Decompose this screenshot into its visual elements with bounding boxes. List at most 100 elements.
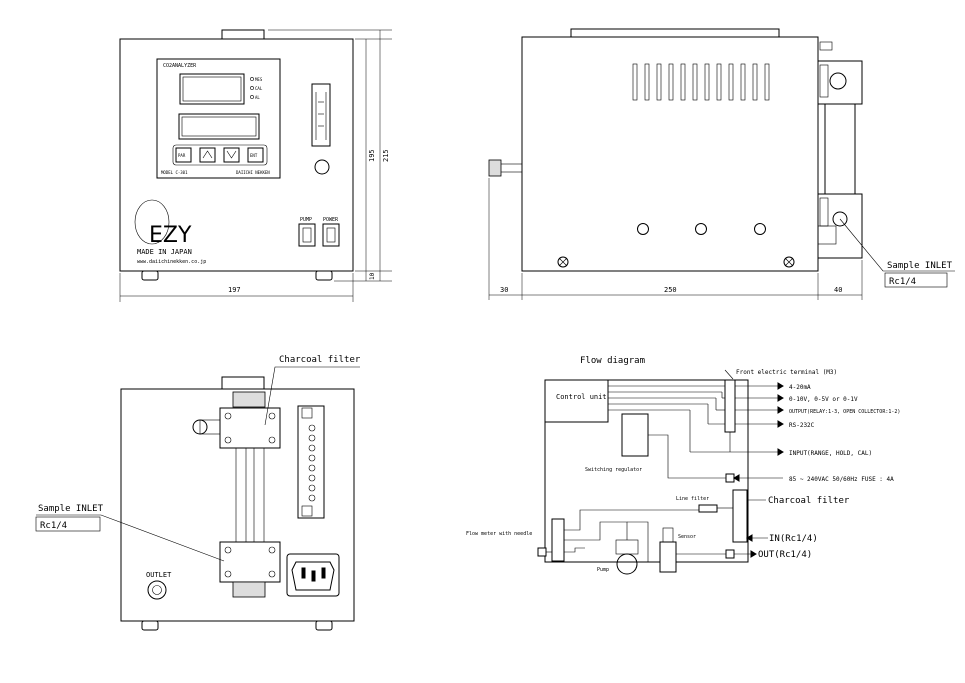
rear-inlet-leader	[36, 514, 225, 562]
top-handle	[221, 29, 265, 40]
inlet-pin-center-icon	[311, 570, 316, 582]
maker-label: DAIICHI NEKKEN	[236, 170, 270, 175]
pump-label: Pump	[597, 567, 609, 573]
flow-charcoal-filter	[732, 489, 748, 543]
side-hole-1-icon	[637, 223, 649, 235]
signal-arrow-3-icon	[777, 406, 784, 414]
dim-foot: 10	[369, 272, 376, 280]
par-key-label: PAR	[178, 153, 186, 158]
side-body	[521, 36, 819, 272]
flow-inlet-label: IN(Rc1/4)	[769, 534, 818, 544]
display-upper	[179, 73, 245, 105]
side-handle	[570, 28, 780, 38]
dim-body: 250	[664, 286, 677, 294]
signal-arrow-2-icon	[777, 394, 784, 402]
signal-2-label: 0-10V, 0-5V or 0-1V	[789, 396, 858, 403]
side-knob-shaft	[499, 163, 523, 173]
pump-switch-label: PUMP	[300, 217, 312, 223]
dim-body-height: 195	[368, 149, 376, 162]
made-in-label: MADE IN JAPAN	[137, 248, 192, 256]
power-terminal	[725, 473, 735, 483]
signal-4-label: RS-232C	[789, 422, 815, 429]
ac-inlet	[286, 553, 340, 597]
flow-enclosure	[544, 379, 749, 563]
rear-charcoal-leader	[264, 366, 360, 426]
up-arrow-icon	[202, 150, 213, 159]
flow-meter-needle	[551, 518, 565, 562]
indicator-cal-icon	[250, 86, 254, 90]
control-unit-box	[544, 379, 609, 423]
ent-key-label: ENT	[250, 153, 258, 158]
display-lower	[178, 113, 260, 140]
signal-arrow-1-icon	[777, 382, 784, 390]
rear-charcoal-label: Charcoal filter	[279, 355, 361, 365]
side-inlet-size: Rc1/4	[889, 277, 916, 287]
rear-foot-left	[141, 620, 159, 631]
flow-meter	[311, 83, 331, 147]
dim-total-height: 215	[382, 149, 390, 162]
power-switch	[322, 223, 340, 247]
rear-filter-top-knurl	[232, 391, 266, 408]
rear-filter-bottom-knurl	[232, 581, 266, 598]
control-unit-label: Control unit	[556, 393, 607, 401]
needle-knob-icon	[314, 159, 330, 175]
gas-line-1	[564, 509, 699, 531]
switching-regulator-label: Switching regulator	[585, 467, 642, 473]
gas-line-3	[627, 521, 660, 563]
rear-foot-right	[315, 620, 333, 631]
dim-knob: 30	[500, 286, 508, 294]
dim-fitting: 40	[834, 286, 842, 294]
controller-panel	[156, 58, 281, 179]
indicator-cal-label: CAL	[255, 86, 263, 91]
dim-width: 197	[228, 286, 241, 294]
outlet-arrow-icon	[750, 550, 757, 558]
ent-key	[247, 147, 264, 163]
side-hole-2-icon	[695, 223, 707, 235]
outlet-fitting	[725, 549, 735, 559]
power-switch-label: POWER	[323, 217, 339, 223]
rear-inlet-title: Sample INLET	[38, 504, 104, 514]
side-inlet-port-icon	[832, 211, 848, 227]
down-arrow-icon	[226, 150, 237, 159]
power-supply-label: 85 ~ 240VAC 50/60Hz FUSE : 4A	[789, 476, 894, 483]
signal-1-label: 4-20mA	[789, 384, 811, 391]
pump-switch	[298, 223, 316, 247]
front-foot-left	[141, 270, 159, 281]
front-terminal-strip	[724, 379, 736, 433]
up-key	[199, 147, 216, 163]
outlet-port-icon	[147, 580, 167, 600]
power-arrow-icon	[733, 474, 740, 482]
signal-arrow-5-icon	[777, 448, 784, 456]
signal-3-label: OUTPUT(RELAY:1-3, OPEN COLLECTOR:1-2)	[789, 409, 900, 415]
line-filter-label: Line filter	[676, 496, 709, 502]
knurled-knob-icon	[488, 159, 502, 177]
side-inlet-title: Sample INLET	[887, 261, 953, 271]
side-screw-right-icon	[783, 256, 795, 268]
indicator-mes-label: MES	[255, 77, 263, 82]
side-fitting-icon	[829, 72, 847, 90]
par-key	[175, 147, 192, 163]
side-hole-3-icon	[754, 223, 766, 235]
outlet-label: OUTLET	[146, 571, 172, 579]
flow-meter-label: Flow meter with needle	[466, 531, 532, 537]
pump-icon	[616, 553, 638, 575]
panel-title: CO2ANALYZER	[163, 63, 197, 69]
indicator-al-label: AL	[255, 95, 260, 100]
front-view: CO2ANALYZER MES CAL AL PAR ENT MODEL C-3…	[119, 29, 392, 302]
rear-inlet-size: Rc1/4	[40, 521, 67, 531]
inlet-pin-left-icon	[301, 567, 306, 579]
front-body	[119, 38, 354, 272]
rear-charcoal-filter-bottom	[219, 541, 281, 583]
side-filter-tube	[824, 103, 856, 195]
signal-5-label: INPUT(RANGE, HOLD, CAL)	[789, 450, 872, 457]
website-label: www.daiichinekken.co.jp	[137, 259, 206, 265]
side-charcoal-filter-top	[817, 60, 863, 105]
side-screw-left-icon	[557, 256, 569, 268]
front-foot-right	[315, 270, 333, 281]
line-filter	[698, 504, 718, 513]
terminal-block	[297, 405, 325, 519]
inlet-pin-right-icon	[321, 567, 326, 579]
rear-elbow-fitting-icon	[192, 419, 208, 435]
rear-handle	[221, 376, 265, 390]
